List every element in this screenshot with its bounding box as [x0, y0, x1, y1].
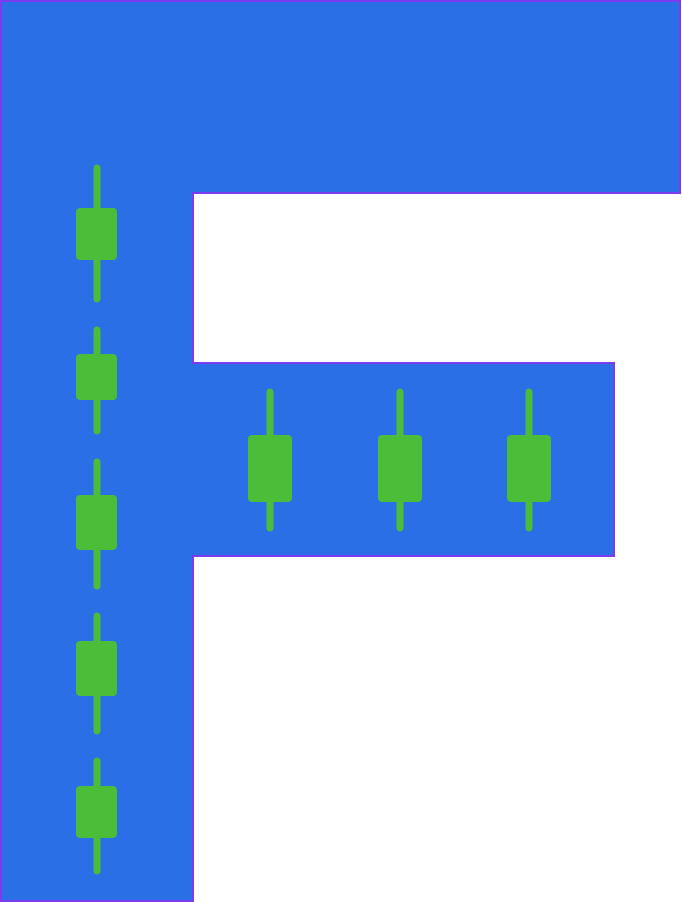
candlestick-icon	[248, 388, 292, 532]
candlestick-icon	[76, 757, 117, 875]
candlestick-icon	[507, 388, 551, 532]
candlestick-icon	[76, 612, 117, 735]
candlestick-icon	[76, 458, 117, 590]
candlestick-icon	[378, 388, 422, 532]
candlestick-icon	[76, 326, 117, 435]
candlestick-icon	[76, 164, 117, 303]
